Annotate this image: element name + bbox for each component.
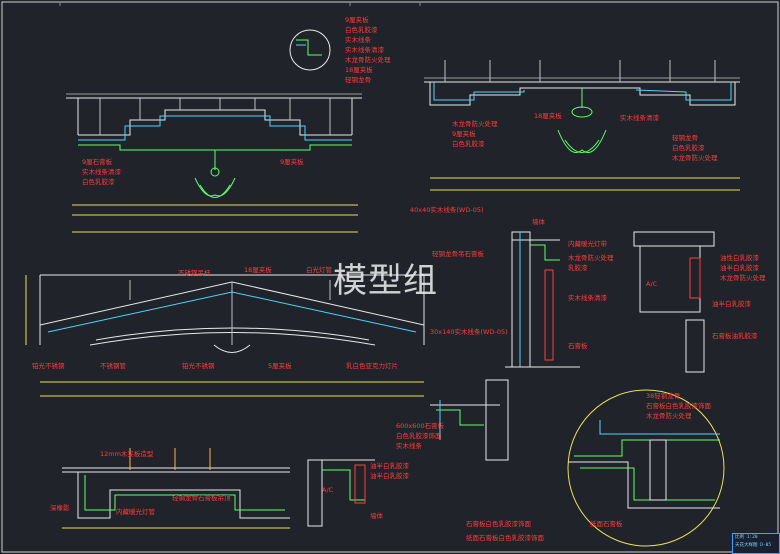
label-a1: 9厘夹板 [345, 15, 369, 24]
label-a8: 9厘石膏板 [82, 157, 113, 166]
label-a9: 实木线条清漆 [82, 167, 122, 176]
label-d3: 轻钢龙骨吊石膏板 [432, 249, 485, 258]
label-h2: 白色乳胶漆饰面 [396, 431, 442, 440]
label-d4: 内藏暖光灯带 [568, 239, 608, 248]
label-d7: 实木线条清漆 [568, 293, 608, 302]
section-8-small-detail [430, 379, 509, 461]
label-d2: 墙体 [532, 217, 546, 226]
label-i3: 木龙骨防火处理 [646, 411, 692, 420]
label-f3: 深橡影 [50, 503, 70, 512]
label-b3: 9厘夹板 [452, 129, 476, 138]
detail-circle-top [289, 29, 331, 71]
label-f1: 12mm木夹板造型 [100, 449, 154, 458]
label-b2: 木龙骨防火处理 [452, 119, 498, 128]
label-i5: 纸面石膏板 [590, 519, 623, 528]
label-i6: 纸面石膏板白色乳胶漆饰面 [466, 533, 545, 542]
watermark-text: 模型组 [333, 261, 438, 301]
label-h1: 600x600石膏板 [396, 421, 445, 430]
label-e4: 油半白乳胶漆 [712, 299, 752, 308]
label-b7: 白色乳胶漆 [672, 143, 705, 152]
label-c8: 乳白色亚克力灯片 [346, 361, 398, 370]
label-c4: 铂光不锈钢 [32, 361, 65, 370]
label-i2: 石膏板白色乳胶漆饰面 [646, 401, 712, 410]
label-e1: 油性白乳胶漆 [720, 253, 760, 262]
label-a2: 白色乳胶漆 [345, 25, 378, 34]
label-d1: 40x40实木线条(WD-05) [410, 205, 484, 214]
label-a10: 白色乳胶漆 [82, 177, 115, 186]
label-f4: 内藏暖光灯管 [116, 507, 156, 516]
section-7-bottom-middle: A/C [307, 459, 375, 527]
label-e2: 油半白乳胶漆 [720, 263, 760, 272]
label-a6: 18厘夹板 [345, 65, 373, 74]
label-b1: 18厘夹板 [534, 111, 562, 120]
label-b4: 白色乳胶漆 [452, 139, 485, 148]
label-b6: 轻钢龙骨 [672, 133, 698, 142]
label-d5: 木龙骨防火处理 [568, 253, 614, 262]
label-c7: 5厘夹板 [268, 361, 292, 370]
label-a5: 木龙骨防火处理 [345, 55, 391, 64]
section-9-detail-circle [567, 389, 725, 547]
label-b8: 木龙骨防火处理 [672, 153, 718, 162]
svg-text:A/C: A/C [322, 486, 334, 494]
title-block-line2: 天花大样图 D-05 [735, 543, 772, 548]
label-e5: 石膏板油乳胶漆 [712, 331, 758, 340]
label-g2: 油半白乳胶漆 [370, 471, 410, 480]
svg-text:A/C: A/C [646, 280, 658, 288]
section-6-bottom-left [62, 448, 290, 529]
label-c5: 不锈钢管 [100, 361, 127, 370]
annotation-labels: 9厘夹板 白色乳胶漆 实木线条 实木线条清漆 木龙骨防火处理 18厘夹板 轻钢龙… [32, 15, 766, 542]
section-3-gable [25, 274, 425, 397]
title-block: 比例 1:20 天花大样图 D-05 [732, 533, 780, 554]
label-d9: 石膏板 [568, 341, 588, 350]
title-block-line1: 比例 1:20 [735, 535, 758, 540]
label-b5: 实木线条清漆 [620, 113, 660, 122]
section-1-ceiling [66, 93, 362, 233]
label-f2: 轻钢龙骨石膏板吊顶 [172, 493, 231, 502]
section-2-ceiling [424, 60, 740, 191]
label-c2: 18厘夹板 [244, 265, 272, 274]
label-i1: 38轻钢龙骨 [646, 391, 680, 400]
label-i4: 石膏板白色乳胶漆饰面 [466, 519, 532, 528]
label-a11: 9厘夹板 [280, 157, 304, 166]
label-h3: 实木线条 [396, 441, 423, 450]
label-d8: 30x140实木线条(WD-05) [430, 327, 508, 336]
label-g3: 墙体 [370, 511, 384, 520]
label-g1: 油半白乳胶漆 [370, 461, 410, 470]
label-c1: 不锈钢吊杆 [178, 268, 211, 277]
label-c6: 铂光不锈钢 [182, 361, 215, 370]
section-5-ac-detail: A/C [633, 231, 715, 373]
label-a4: 实木线条清漆 [345, 45, 385, 54]
section-4-wall-detail [505, 231, 580, 368]
label-c3: 白光灯管 [306, 265, 333, 274]
label-a3: 实木线条 [345, 35, 372, 44]
label-e3: 木龙骨防火处理 [720, 273, 766, 282]
label-d6: 乳胶漆 [568, 263, 588, 272]
label-a7: 轻钢龙骨 [345, 75, 371, 84]
